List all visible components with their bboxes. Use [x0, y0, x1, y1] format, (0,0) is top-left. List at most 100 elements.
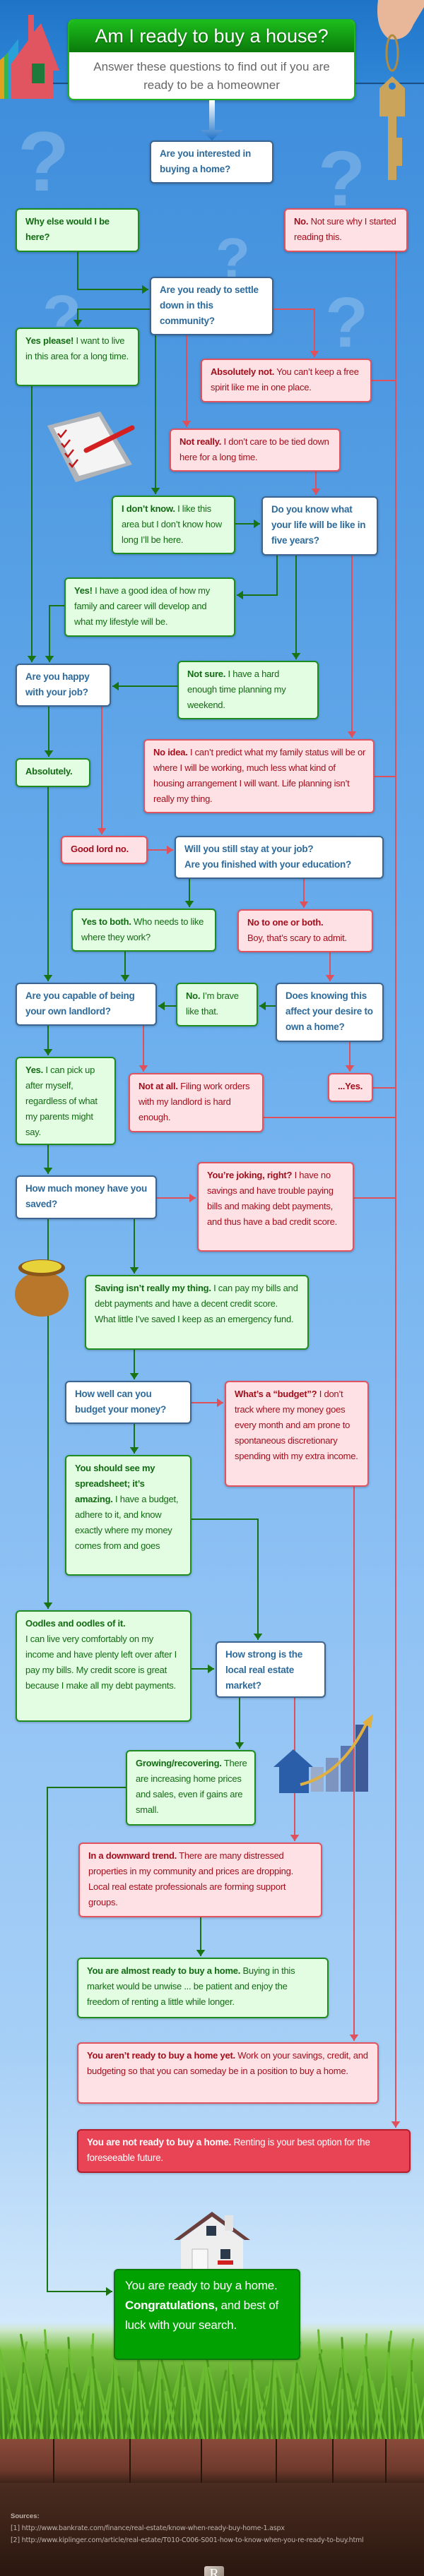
title-card: Am I ready to buy a house? Answer these … — [68, 19, 355, 100]
connector-line — [192, 1518, 259, 1640]
arrowhead-icon — [112, 681, 119, 691]
question-9-box: How well can you budget your money? — [65, 1381, 192, 1424]
grass-blade — [66, 2388, 70, 2442]
box-heading: I don’t know. — [122, 503, 175, 514]
arrowhead-icon — [347, 731, 357, 738]
box-heading: Not really. — [179, 436, 222, 447]
arrowhead-icon — [254, 519, 260, 529]
arrowhead-icon — [120, 975, 130, 981]
box-text: I want to live in this area for a long t… — [25, 335, 129, 361]
result-not-box: You are not ready to buy a home. Renting… — [77, 2129, 411, 2173]
answer-yes-box: Yes! I have a good idea of how my family… — [64, 577, 235, 637]
answer-notatall-box: Not at all. Filing work orders with my l… — [129, 1073, 264, 1132]
box-heading: Yes to both. — [81, 916, 131, 927]
arrowhead-icon — [142, 284, 148, 294]
clipboard-icon — [47, 412, 135, 482]
box-text: and best of luck with your search. — [125, 2299, 278, 2332]
answer-why-box: Why else would I be here? — [16, 208, 139, 252]
box-heading: Good lord no. — [71, 844, 129, 854]
wood-deck-decoration — [0, 2439, 424, 2483]
arrowhead-icon — [27, 656, 37, 662]
answer-joking-box: You’re joking, right? I have no savings … — [197, 1162, 354, 1252]
box-heading: You are almost ready to buy a home. — [87, 1965, 241, 1976]
box-text: There are increasing home prices and sal… — [136, 1758, 247, 1815]
key-icon — [377, 0, 424, 180]
pot-of-gold-icon — [15, 1259, 69, 1317]
arrowhead-icon — [139, 1065, 148, 1072]
grass-blade — [45, 2381, 48, 2441]
result-notyet-box: You aren’t ready to buy a home yet. Work… — [77, 2042, 379, 2104]
connector-line — [47, 1787, 126, 2292]
arrowhead-icon — [299, 901, 309, 908]
answer-oodles-box: Oodles and oodles of it. I can live very… — [16, 1610, 192, 1722]
answer-notsure-box: Not sure. I have a hard enough time plan… — [177, 661, 319, 719]
box-heading: Why else would I be here? — [25, 216, 110, 242]
page-title: Am I ready to buy a house? — [69, 20, 354, 52]
box-text: I have a good idea of how my family and … — [74, 585, 210, 627]
box-text: Do you know what your life will be like … — [271, 504, 366, 546]
box-text: How much money have you saved? — [25, 1183, 148, 1209]
grass-blade — [340, 2388, 343, 2442]
box-text: You can’t keep a free spirit like me in … — [211, 366, 359, 393]
grass-blade — [410, 2360, 413, 2441]
arrowhead-icon — [129, 1447, 139, 1454]
question-10-box: How strong is the local real estate mark… — [216, 1641, 326, 1698]
box-heading: No. — [186, 990, 201, 1001]
arrowhead-icon — [196, 1950, 206, 1956]
box-text: You are ready to buy a home. — [125, 2279, 278, 2292]
box-heading: No to one or both. — [247, 917, 324, 928]
box-text: Are you capable of being your own landlo… — [25, 990, 135, 1017]
question-2-box: Are you ready to settle down in this com… — [150, 277, 273, 335]
box-heading: You’re joking, right? — [207, 1170, 293, 1180]
question-5-box: Will you still stay at your job? Are you… — [175, 836, 384, 879]
box-heading: You should see my spreadsheet; it’s amaz… — [75, 1463, 155, 1504]
deck-plank-gap — [201, 2439, 202, 2483]
box-heading: What’s a “budget”? — [235, 1389, 317, 1399]
arrowhead-icon — [217, 1398, 223, 1408]
answer-notreally-box: Not really. I don’t care to be tied down… — [170, 429, 341, 472]
box-heading: No. — [294, 216, 309, 227]
box-text: Filing work orders with my landlord is h… — [139, 1081, 250, 1122]
arrowhead-icon — [106, 2287, 112, 2296]
arrowhead-icon — [310, 351, 319, 357]
result-almost-box: You are almost ready to buy a home. Buyi… — [77, 1958, 329, 2018]
arrowhead-icon — [184, 901, 194, 907]
box-heading: Yes! — [74, 585, 93, 596]
source-link[interactable]: [2] http://www.kiplinger.com/article/rea… — [11, 2536, 364, 2544]
question-mark-decoration: ? — [325, 283, 369, 362]
arrowhead-icon — [325, 975, 335, 981]
answer-spreadsheet-box: You should see my spreadsheet; it’s amaz… — [65, 1455, 192, 1576]
box-text: There are many distressed properties in … — [88, 1850, 294, 1907]
answer-budget-box: What’s a “budget”? I don’t track where m… — [225, 1381, 369, 1487]
box-text: Will you still stay at your job? Are you… — [184, 844, 352, 870]
answer-absolutely-box: Absolutely. — [16, 758, 90, 787]
answer-dotyes-box: ...Yes. — [328, 1073, 373, 1102]
arrowhead-icon — [189, 1193, 196, 1203]
connector-line — [49, 605, 64, 662]
answer-yesplease-box: Yes please! I want to live in this area … — [16, 328, 139, 386]
box-heading: Saving isn’t really my thing. — [95, 1283, 211, 1293]
box-text: How well can you budget your money? — [75, 1389, 167, 1415]
box-text: I don’t track where my money goes every … — [235, 1389, 358, 1461]
arrowhead-icon — [73, 320, 83, 326]
box-text: I don’t care to be tied down here for a … — [179, 436, 329, 462]
box-heading: Not sure. — [187, 669, 226, 679]
arrowhead-icon — [45, 656, 54, 662]
home-icon — [174, 2212, 250, 2279]
arrowhead-icon — [253, 1634, 263, 1640]
arrowhead-icon — [237, 590, 243, 600]
box-text: Does knowing this affect your desire to … — [285, 990, 373, 1032]
deck-plank-gap — [276, 2439, 277, 2483]
deck-plank-gap — [129, 2439, 131, 2483]
deck-plank-gap — [53, 2439, 54, 2483]
box-heading: Not at all. — [139, 1081, 178, 1091]
arrowhead-icon — [43, 1602, 53, 1609]
box-heading: In a downward trend. — [88, 1850, 177, 1861]
arrowhead-icon — [311, 489, 321, 495]
start-arrow — [201, 100, 223, 140]
grass-blade — [296, 2373, 300, 2442]
box-text: Buying in this market would be unwise ..… — [87, 1965, 295, 2007]
source-link[interactable]: [1] http://www.bankrate.com/finance/real… — [11, 2524, 285, 2532]
box-text: Not sure why I started reading this. — [294, 216, 396, 242]
